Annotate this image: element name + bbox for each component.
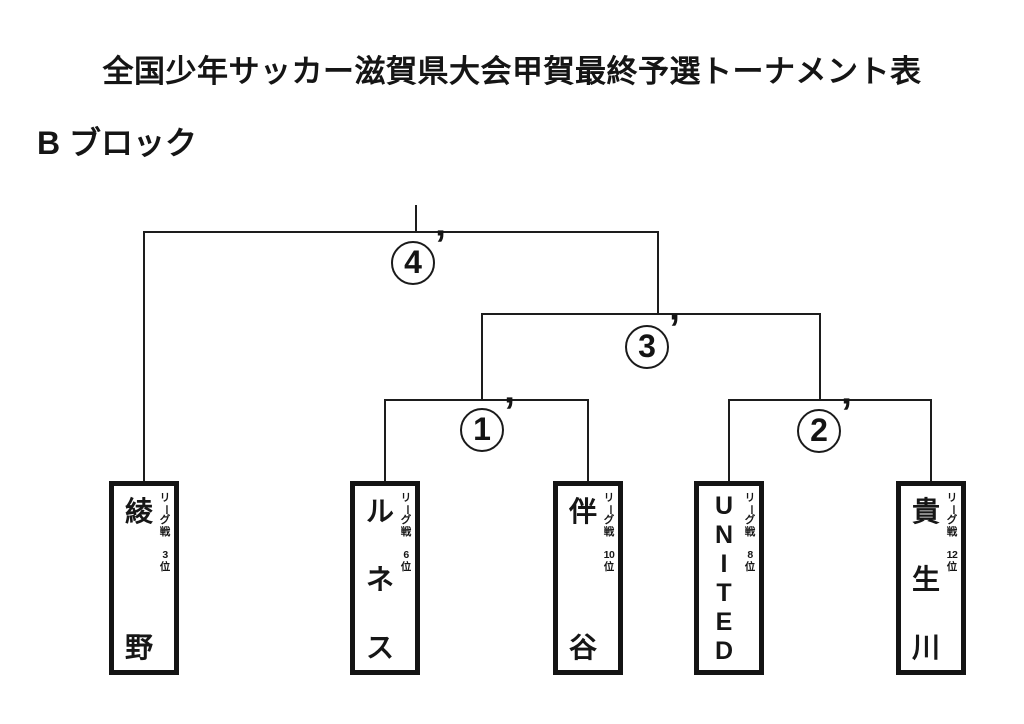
bracket-root-stub-line: [415, 205, 417, 233]
team-box-runesu: ル ネ ス リ ー グ 戦 6 位: [350, 481, 420, 675]
bracket-vline-to-bantani: [587, 399, 589, 481]
match-4-label: 4 ’: [391, 225, 446, 285]
block-label: B ブロック: [37, 125, 198, 161]
league-label: リ ー グ 戦: [603, 492, 616, 538]
team-name: 伴 谷: [565, 490, 601, 666]
bracket-semi-hline: [481, 313, 821, 315]
match-1-label: 1 ’: [460, 392, 515, 452]
team-meta: リ ー グ 戦 8 位: [742, 490, 758, 666]
team-name-char: ネ: [365, 564, 394, 595]
rank-label: 3 位: [159, 548, 171, 573]
team-name-char: 生: [911, 564, 940, 595]
team-name-char: N: [714, 521, 734, 549]
team-name-char: 野: [124, 632, 153, 663]
bracket-vline-semi-to-match1: [481, 313, 483, 401]
league-label: リ ー グ 戦: [946, 492, 959, 538]
team-name-char: ル: [365, 496, 394, 527]
match-4-prime-mark: ’: [435, 223, 447, 267]
match-3-label: 3 ’: [625, 309, 680, 369]
bracket-final-hline: [143, 231, 659, 233]
team-name-char: U: [714, 492, 734, 520]
team-name-char: E: [715, 608, 733, 636]
rank-label: 12 位: [946, 548, 958, 573]
bracket-vline-to-runesu: [384, 399, 386, 481]
team-meta: リ ー グ 戦 10 位: [601, 490, 617, 666]
team-box-ayano: 綾 野 リ ー グ 戦 3 位: [109, 481, 179, 675]
match-4-circled-number: 4: [391, 241, 435, 285]
bracket-vline-final-to-semi: [657, 231, 659, 315]
team-meta: リ ー グ 戦 6 位: [398, 490, 414, 666]
match-2-label: 2 ’: [797, 393, 852, 453]
team-name-char: ス: [365, 632, 394, 663]
team-name-char: 綾: [124, 496, 153, 527]
bracket-match1-hline: [384, 399, 589, 401]
match-1-prime-mark: ’: [504, 390, 516, 434]
team-name-char: 川: [911, 632, 940, 663]
team-name-char: D: [714, 637, 734, 665]
team-box-bantani: 伴 谷 リ ー グ 戦 10 位: [553, 481, 623, 675]
bracket-match2-hline: [728, 399, 932, 401]
rank-label: 6 位: [400, 548, 412, 573]
team-meta: リ ー グ 戦 3 位: [157, 490, 173, 666]
match-3-circled-number: 3: [625, 325, 669, 369]
league-label: リ ー グ 戦: [400, 492, 413, 538]
page-title: 全国少年サッカー滋賀県大会甲賀最終予選トーナメント表: [102, 54, 922, 89]
match-2-prime-mark: ’: [841, 391, 853, 435]
match-3-prime-mark: ’: [669, 307, 681, 351]
bracket-vline-to-kibugawa: [930, 399, 932, 481]
team-name-char: 谷: [568, 632, 597, 663]
bracket-vline-to-ayano: [143, 231, 145, 481]
team-meta: リ ー グ 戦 12 位: [944, 490, 960, 666]
team-name: U N I T E D: [706, 490, 742, 666]
rank-label: 8 位: [744, 548, 756, 573]
team-name: 綾 野: [121, 490, 157, 666]
rank-label: 10 位: [603, 548, 615, 573]
league-label: リ ー グ 戦: [744, 492, 757, 538]
team-name: 貴 生 川: [908, 490, 944, 666]
match-1-circled-number: 1: [460, 408, 504, 452]
bracket-vline-semi-to-match2: [819, 313, 821, 401]
team-name: ル ネ ス: [362, 490, 398, 666]
team-name-char: 伴: [568, 496, 597, 527]
team-name-char: 貴: [911, 496, 940, 527]
team-name-char: T: [716, 579, 732, 607]
league-label: リ ー グ 戦: [159, 492, 172, 538]
team-name-char: I: [720, 550, 728, 578]
match-2-circled-number: 2: [797, 409, 841, 453]
team-box-kibugawa: 貴 生 川 リ ー グ 戦 12 位: [896, 481, 966, 675]
team-box-united: U N I T E D リ ー グ 戦 8 位: [694, 481, 764, 675]
bracket-vline-to-united: [728, 399, 730, 481]
